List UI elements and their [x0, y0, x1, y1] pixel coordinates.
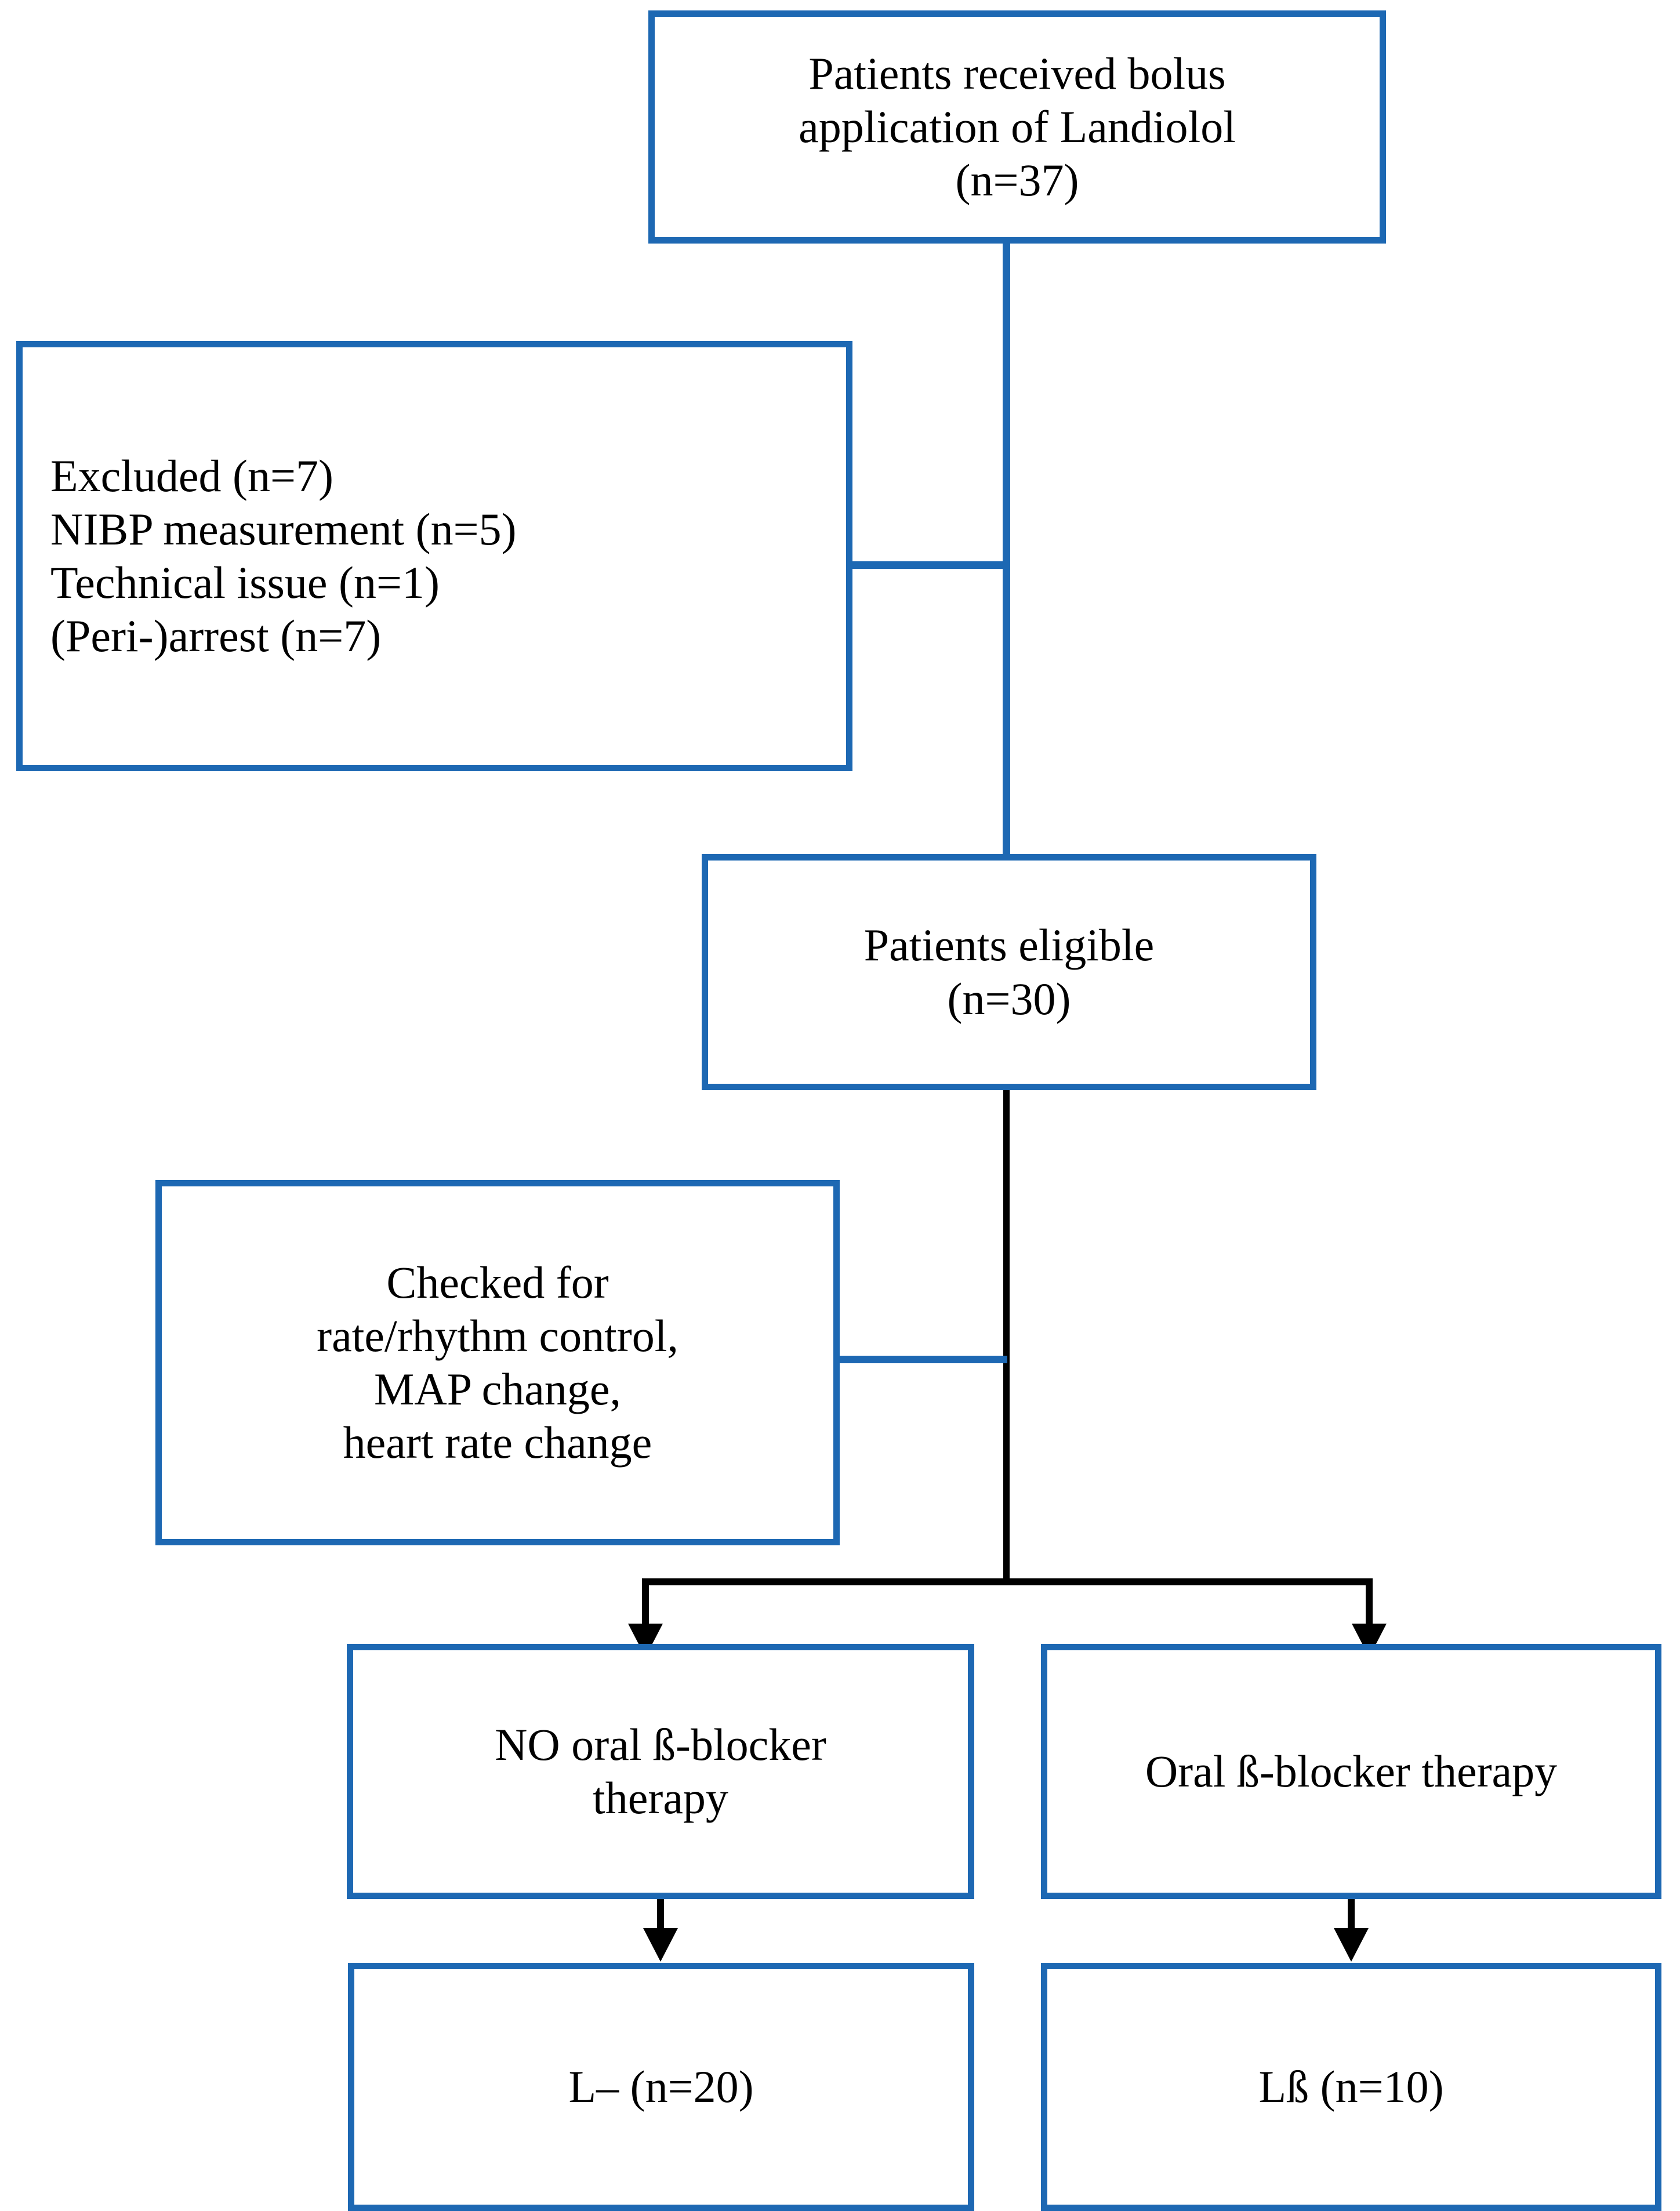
connector-right-arm-to-right-end — [1348, 1896, 1355, 1932]
arrow-down-icon-right-end — [1334, 1928, 1369, 1962]
node-group-l-beta-label: Lß (n=10) — [1258, 2061, 1444, 2112]
arrow-down-icon-left-end — [643, 1928, 678, 1962]
node-group-l-minus: L– (n=20) — [348, 1963, 974, 2211]
node-excluded: Excluded (n=7) NIBP measurement (n=5) Te… — [16, 341, 852, 771]
node-excluded-label: Excluded (n=7) NIBP measurement (n=5) Te… — [50, 450, 517, 662]
node-no-oral-beta-blocker-therapy-label: NO oral ß-blocker therapy — [495, 1719, 826, 1823]
node-group-l-beta: Lß (n=10) — [1041, 1963, 1661, 2211]
node-checked-for-label: Checked for rate/rhythm control, MAP cha… — [317, 1257, 678, 1468]
connector-left-arm-to-left-end — [657, 1896, 664, 1932]
connector-excluded-to-stem — [846, 561, 1008, 569]
connector-eligible-to-branch — [1003, 1087, 1010, 1582]
node-checked-for: Checked for rate/rhythm control, MAP cha… — [155, 1180, 840, 1545]
connector-checked-to-stem — [833, 1356, 1007, 1363]
node-patients-eligible: Patients eligible (n=30) — [702, 854, 1316, 1090]
connector-branch-bar — [642, 1578, 1373, 1585]
node-patients-eligible-label: Patients eligible (n=30) — [863, 920, 1155, 1024]
node-no-oral-beta-blocker-therapy: NO oral ß-blocker therapy — [347, 1644, 974, 1899]
node-group-l-minus-label: L– (n=20) — [568, 2061, 754, 2112]
connector-branch-left-drop — [642, 1578, 649, 1629]
node-patients-received-bolus-label: Patients received bolus application of L… — [799, 48, 1236, 206]
connector-top-to-eligible — [1003, 240, 1010, 858]
node-oral-beta-blocker-therapy-label: Oral ß-blocker therapy — [1145, 1745, 1558, 1796]
node-oral-beta-blocker-therapy: Oral ß-blocker therapy — [1041, 1644, 1661, 1899]
connector-branch-right-drop — [1366, 1578, 1373, 1629]
node-patients-received-bolus: Patients received bolus application of L… — [648, 10, 1386, 244]
